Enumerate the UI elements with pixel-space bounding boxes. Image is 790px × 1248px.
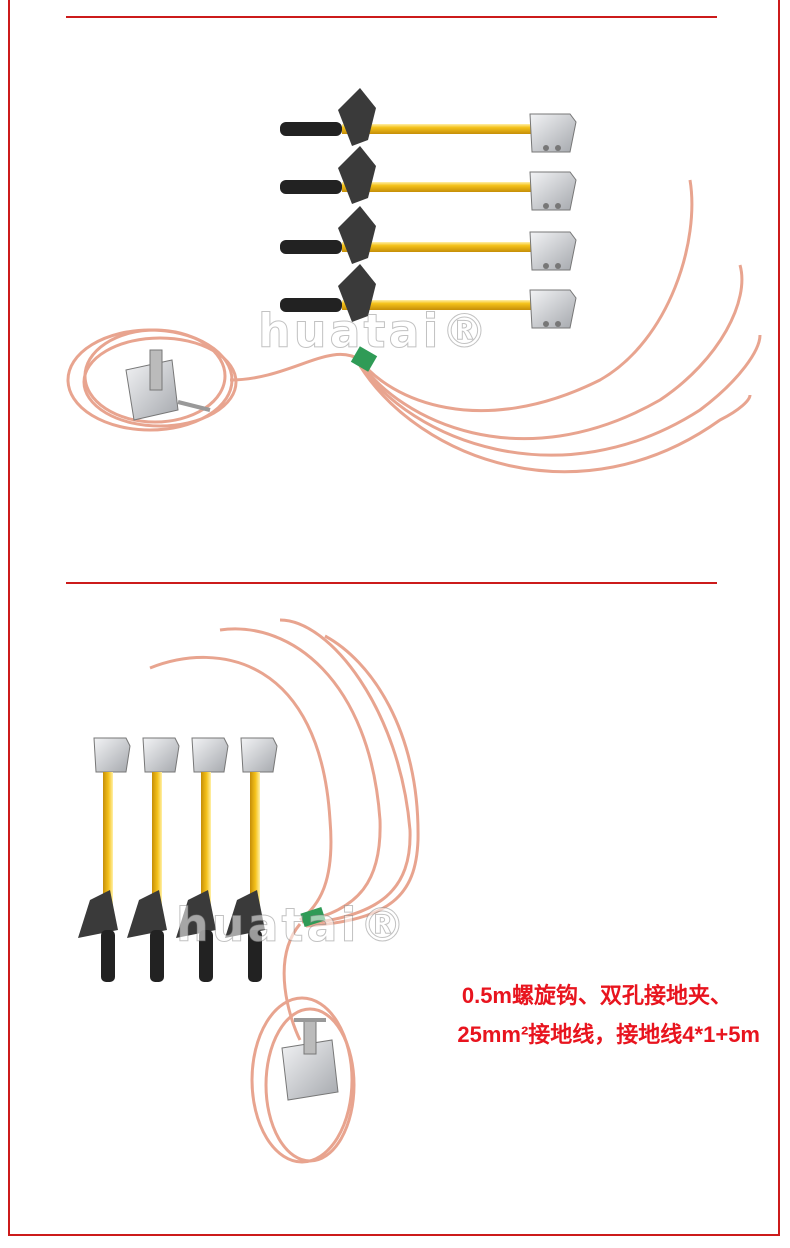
- grounding-rod-icon: [127, 737, 180, 982]
- copper-cable-icon: [149, 618, 420, 1164]
- middle-divider: [66, 582, 717, 584]
- page-frame: [8, 0, 780, 1236]
- green-sleeve: [300, 906, 326, 928]
- top-divider: [66, 16, 717, 18]
- grounding-rod-icon: [78, 737, 131, 982]
- spec-line-1: 0.5m螺旋钩、双孔接地夹、: [461, 983, 732, 1008]
- grounding-rod-icon: [280, 206, 577, 271]
- watermark-top: huatai®: [257, 304, 491, 359]
- watermark-bottom: huatai®: [175, 898, 409, 953]
- grounding-rod-icon: [176, 737, 229, 982]
- green-sleeve: [350, 346, 378, 372]
- spec-line-2: 25mm²接地线，接地线4*1+5m: [457, 1022, 760, 1047]
- ground-clamp-icon: [125, 349, 211, 421]
- grounding-rod-icon: [280, 146, 577, 211]
- grounding-rod-icon: [225, 737, 278, 982]
- grounding-rod-icon: [280, 264, 577, 329]
- product-photo-vertical: [78, 618, 420, 1164]
- grounding-rod-icon: [280, 88, 577, 153]
- ground-clamp-icon: [281, 1018, 339, 1101]
- copper-cable-icon: [66, 179, 762, 474]
- product-photo-horizontal: [66, 88, 762, 474]
